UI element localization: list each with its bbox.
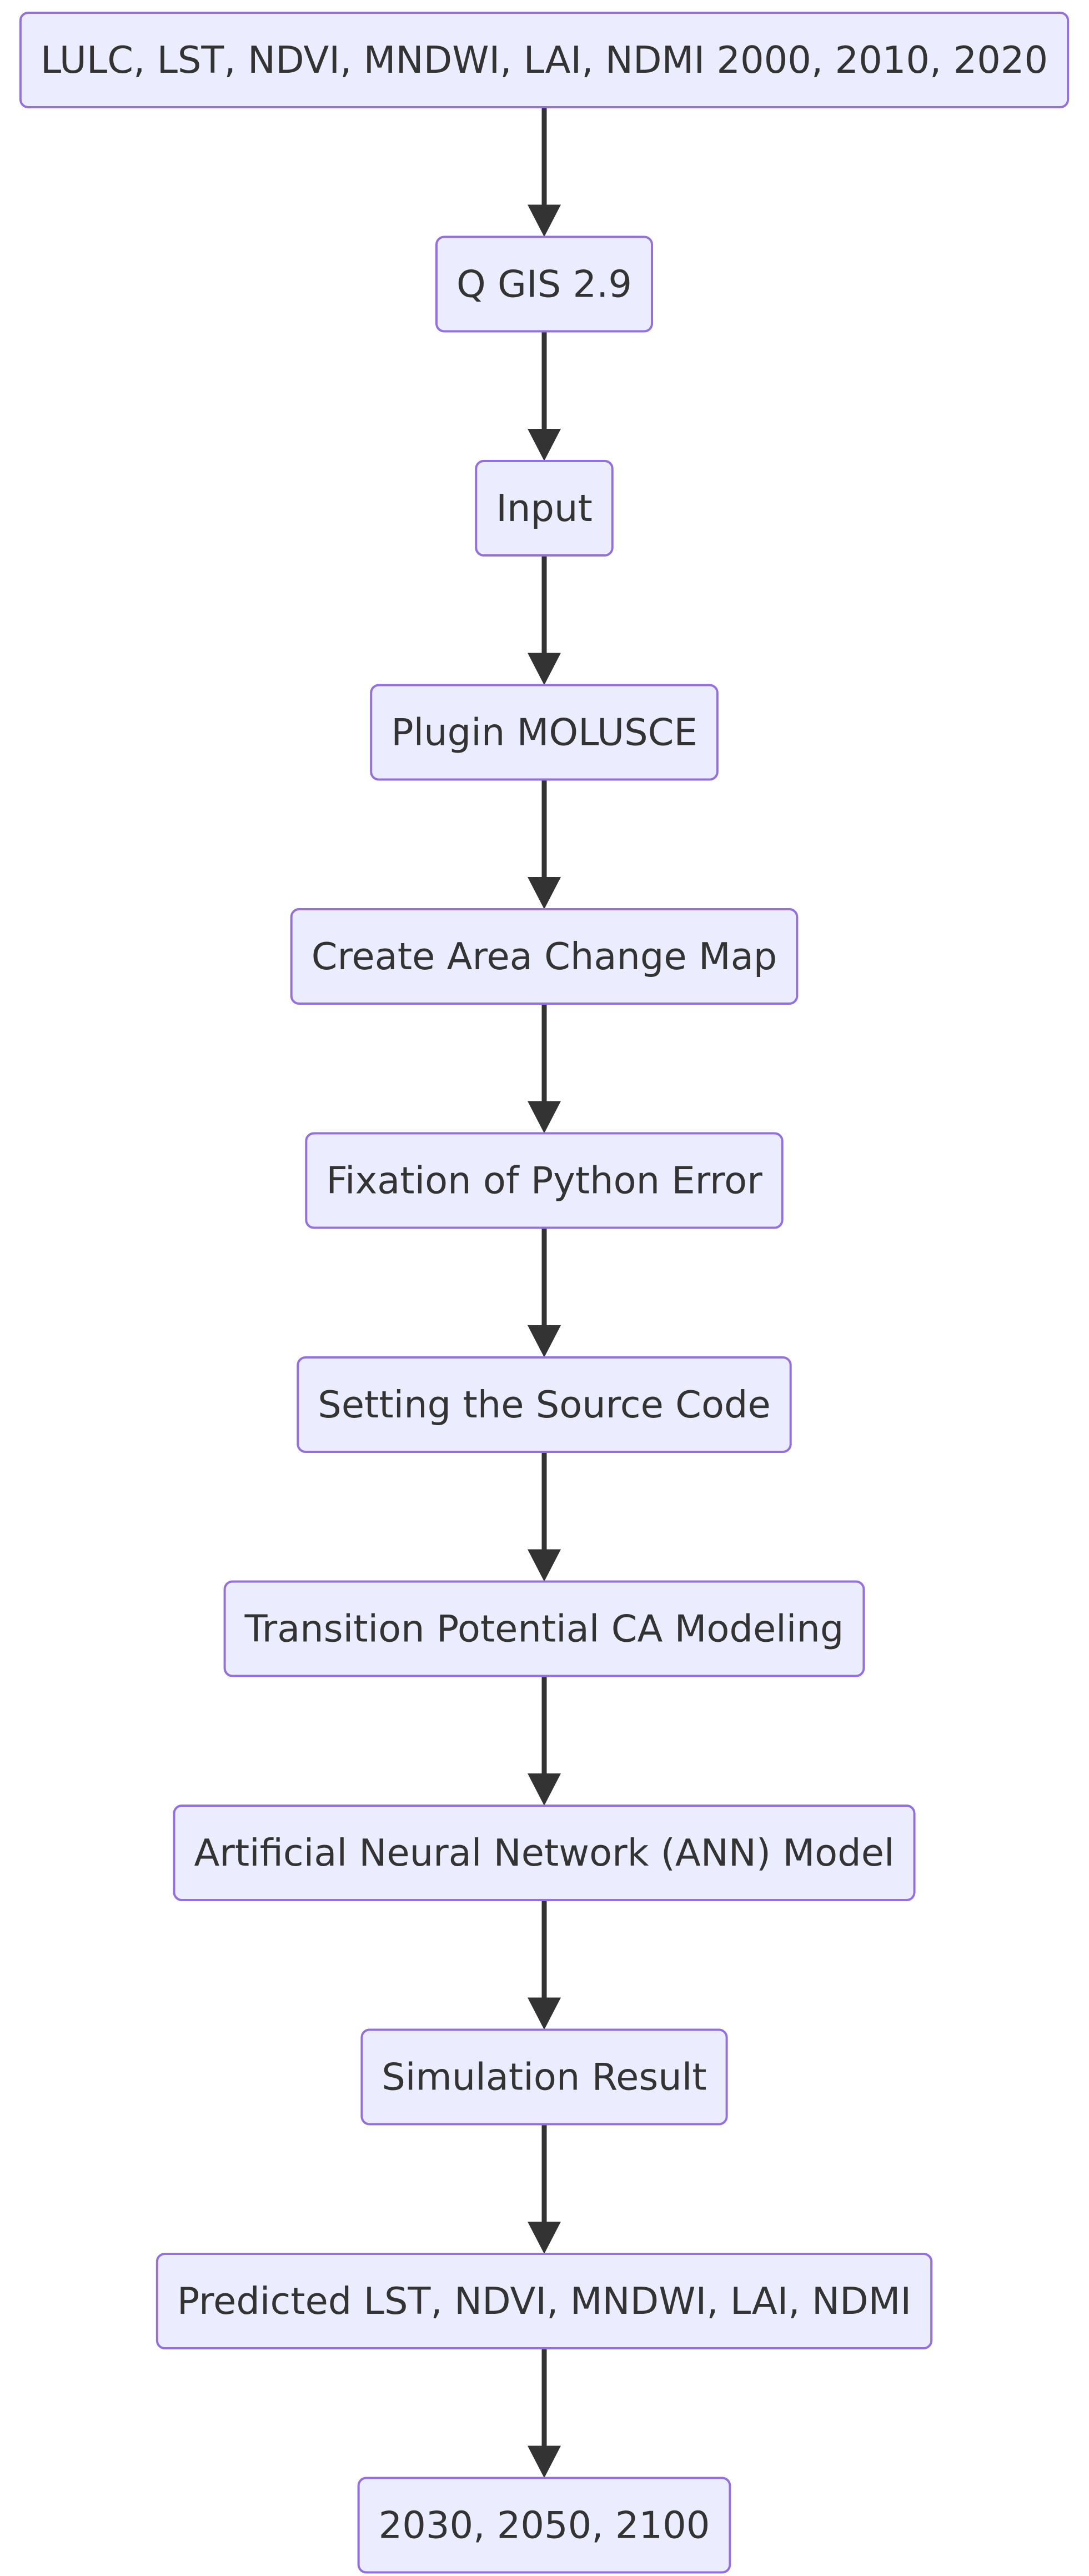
flow-edge xyxy=(528,107,561,237)
flow-node-box xyxy=(357,2477,731,2574)
flow-node: Fixation of Python Error xyxy=(305,1132,784,1229)
arrow-down-icon xyxy=(528,877,561,909)
flow-node: 2030, 2050, 2100 xyxy=(357,2477,731,2574)
flow-node-label: Artificial Neural Network (ANN) Model xyxy=(194,1831,894,1875)
arrow-down-icon xyxy=(528,1101,561,1134)
flow-node-box xyxy=(305,1132,784,1229)
flow-node: Input xyxy=(475,460,614,557)
flow-node-box xyxy=(290,908,799,1005)
flow-edge xyxy=(528,1004,561,1134)
flow-node: Simulation Result xyxy=(360,2028,728,2126)
arrow-down-icon xyxy=(528,429,561,461)
flow-node-label: Create Area Change Map xyxy=(312,935,777,978)
flow-node-label: Input xyxy=(496,487,593,530)
arrow-down-icon xyxy=(528,1773,561,1806)
flow-node-label: 2030, 2050, 2100 xyxy=(379,2504,710,2547)
flow-node-box xyxy=(155,2253,933,2349)
flow-node: Transition Potential CA Modeling xyxy=(223,1580,865,1677)
flow-edge xyxy=(528,2124,561,2254)
flow-edge xyxy=(528,1900,561,2030)
flow-edge xyxy=(528,1227,561,1357)
flow-node: Plugin MOLUSCE xyxy=(370,684,719,781)
flow-node-box xyxy=(223,1580,865,1677)
flow-node-box xyxy=(19,12,1070,108)
flow-node-box xyxy=(297,1356,792,1453)
arrow-down-icon xyxy=(528,204,561,237)
flow-node: Create Area Change Map xyxy=(290,908,799,1005)
flow-node: LULC, LST, NDVI, MNDWI, LAI, NDMI 2000, … xyxy=(19,12,1070,108)
flow-node-label: Simulation Result xyxy=(382,2056,706,2099)
flow-node-label: Fixation of Python Error xyxy=(326,1159,762,1202)
flow-node-box xyxy=(370,684,719,781)
flow-edge xyxy=(528,331,561,461)
flow-node-label: Predicted LST, NDVI, MNDWI, LAI, NDMI xyxy=(177,2279,911,2323)
flow-node: Q GIS 2.9 xyxy=(435,235,654,333)
flow-node-label: LULC, LST, NDVI, MNDWI, LAI, NDMI 2000, … xyxy=(41,38,1048,82)
flow-node-label: Plugin MOLUSCE xyxy=(391,711,697,754)
flow-node: Predicted LST, NDVI, MNDWI, LAI, NDMI xyxy=(155,2253,933,2349)
flow-node-box xyxy=(360,2028,728,2126)
flow-edge xyxy=(528,1452,561,1582)
arrow-down-icon xyxy=(528,2445,561,2478)
nodes-layer: LULC, LST, NDVI, MNDWI, LAI, NDMI 2000, … xyxy=(19,12,1070,2574)
flow-node: Setting the Source Code xyxy=(297,1356,792,1453)
flow-edge xyxy=(528,779,561,909)
arrow-down-icon xyxy=(528,1325,561,1357)
arrow-down-icon xyxy=(528,653,561,685)
flow-node-box xyxy=(173,1805,916,1901)
arrow-down-icon xyxy=(528,2222,561,2254)
flow-node-label: Transition Potential CA Modeling xyxy=(244,1607,844,1651)
flow-edge xyxy=(528,2348,561,2478)
flow-node-label: Setting the Source Code xyxy=(318,1383,770,1426)
flow-node-box xyxy=(475,460,614,557)
arrow-down-icon xyxy=(528,1549,561,1582)
flow-edge xyxy=(528,1676,561,1806)
flow-edge xyxy=(528,555,561,685)
flow-node-label: Q GIS 2.9 xyxy=(456,263,632,306)
arrow-down-icon xyxy=(528,1997,561,2030)
edges-layer xyxy=(528,107,561,2478)
flow-node-box xyxy=(435,235,654,333)
flow-node: Artificial Neural Network (ANN) Model xyxy=(173,1805,916,1901)
